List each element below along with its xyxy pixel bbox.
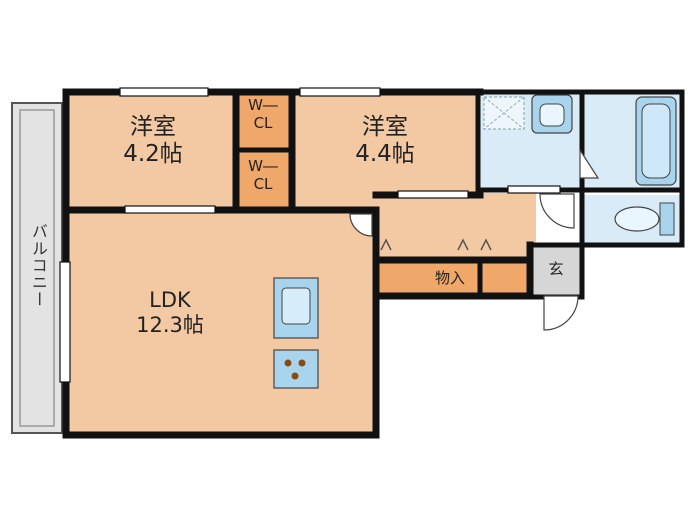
western-room-2-label: 洋室 4.4帖: [330, 114, 440, 168]
balcony-inner: [19, 109, 55, 427]
ldk-room: [66, 210, 376, 435]
stove: [273, 349, 319, 389]
ldk-label: LDK 12.3帖: [110, 288, 230, 338]
western-room-2-name: 洋室: [362, 114, 408, 140]
walk-in-closet-bottom: [238, 150, 290, 210]
walk-in-closet-top-line1: W―: [248, 96, 278, 114]
ldk-size: 12.3帖: [136, 312, 204, 337]
walk-in-closet-top-label: W― CL: [238, 96, 288, 132]
western-room-2: [292, 92, 477, 210]
walk-in-closet-top: [238, 92, 290, 150]
entrance-label: 玄: [548, 260, 564, 278]
western-room-1-size: 4.2帖: [123, 141, 183, 168]
walk-in-closet-top-line2: CL: [253, 113, 273, 132]
walk-in-closet-bottom-line2: CL: [253, 174, 273, 193]
toilet-tank: [659, 202, 675, 236]
entrance-area: [530, 245, 582, 297]
hallway: [376, 193, 536, 260]
storage-closet: [378, 262, 530, 296]
western-room-2-size: 4.4帖: [355, 141, 415, 168]
western-room-1: [66, 92, 238, 210]
walk-in-closet-bottom-line1: W―: [248, 157, 278, 175]
ldk-name: LDK: [149, 288, 191, 312]
balcony-label: バルコニー: [28, 222, 48, 308]
storage-label: 物入: [434, 269, 465, 287]
western-room-1-label: 洋室 4.2帖: [98, 114, 208, 168]
toilet-bowl: [614, 206, 660, 232]
walk-in-closet-bottom-label: W― CL: [238, 157, 288, 193]
western-room-1-name: 洋室: [130, 114, 176, 140]
